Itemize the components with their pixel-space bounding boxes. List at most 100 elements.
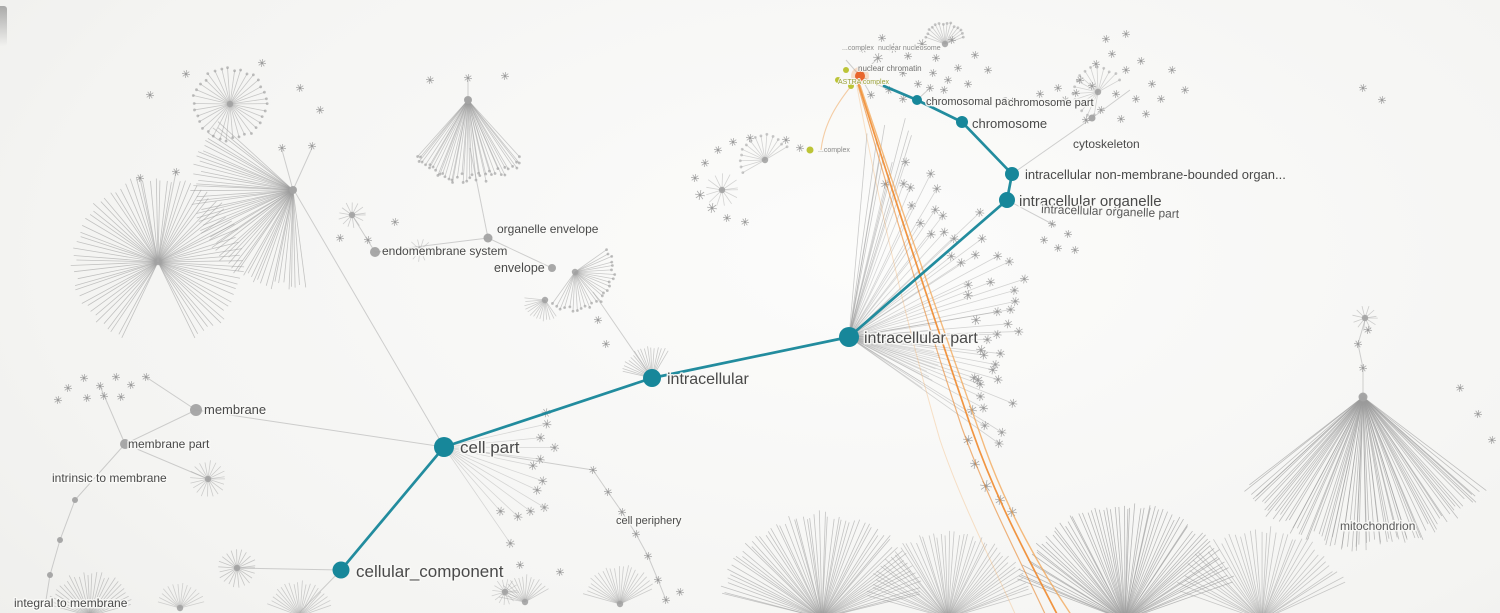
asterisk-node xyxy=(1009,285,1019,295)
graph-node-intracellular-part[interactable] xyxy=(839,327,859,347)
asterisk-node xyxy=(915,218,925,228)
asterisk-node xyxy=(1167,65,1177,75)
asterisk-node xyxy=(363,235,373,245)
highlight-edge[interactable] xyxy=(847,198,1009,339)
fan xyxy=(338,202,366,228)
asterisk-node xyxy=(1363,325,1373,335)
asterisk-node xyxy=(1487,435,1497,445)
asterisk-node xyxy=(675,587,685,597)
graph-node-chromosome[interactable] xyxy=(956,116,968,128)
highlighted-term-node[interactable] xyxy=(806,146,814,154)
graph-node-intracellular-non-membrane-bounded-organelle[interactable] xyxy=(1005,167,1019,181)
fan xyxy=(706,173,739,206)
highlight-edge[interactable] xyxy=(960,120,1014,176)
graph-node-minor[interactable] xyxy=(72,497,78,503)
asterisk-node xyxy=(277,143,287,153)
asterisk-node xyxy=(994,438,1004,448)
graph-node-chromosomal-part[interactable] xyxy=(912,95,922,105)
highlight-path xyxy=(332,84,1019,579)
graph-edge xyxy=(236,567,342,571)
asterisk-node xyxy=(82,393,92,403)
orange-association-edge[interactable] xyxy=(857,81,1058,613)
asterisk-node xyxy=(901,157,911,167)
asterisk-node xyxy=(1047,219,1057,229)
highlighted-term-node[interactable] xyxy=(843,67,849,73)
graph-node-cell-part[interactable] xyxy=(434,437,454,457)
highlighted-term-node[interactable] xyxy=(835,77,841,83)
graph-node-cellular-component[interactable] xyxy=(332,561,350,579)
asterisk-node xyxy=(988,365,998,375)
asterisk-node xyxy=(858,44,868,54)
graph-node-minor[interactable] xyxy=(1002,97,1008,103)
orange-association-edge[interactable] xyxy=(858,81,1072,613)
asterisk-node xyxy=(63,383,73,393)
highlight-edge[interactable] xyxy=(339,445,446,572)
graph-node-minor[interactable] xyxy=(548,264,556,272)
graph-node-minor[interactable] xyxy=(464,96,472,104)
node-label: chromosome part xyxy=(1008,97,1094,109)
asterisk-node xyxy=(390,217,400,227)
asterisk-node xyxy=(979,403,989,413)
graph-node-minor[interactable] xyxy=(57,537,63,543)
asterisk-node xyxy=(1070,245,1080,255)
fan xyxy=(1017,503,1235,613)
highlighted-term-node[interactable] xyxy=(848,83,854,89)
node-label: chromosomal part xyxy=(926,96,1014,108)
asterisk-node xyxy=(1121,65,1131,75)
fan xyxy=(845,118,912,341)
graph-node-minor[interactable] xyxy=(483,233,493,243)
orange-association-edge[interactable] xyxy=(856,81,1046,613)
asterisk-node xyxy=(963,290,973,300)
graph-node-minor[interactable] xyxy=(1358,392,1368,402)
node-label: membrane xyxy=(204,402,266,417)
asterisk-node xyxy=(1006,305,1016,315)
highlighted-term-node[interactable] xyxy=(855,71,865,81)
graph-node-intracellular[interactable] xyxy=(643,369,661,387)
asterisk-node xyxy=(505,538,515,548)
graph-edge xyxy=(124,409,197,445)
asterisk-node xyxy=(707,203,717,213)
graph-node-minor[interactable] xyxy=(1088,114,1096,122)
graph-node-minor[interactable] xyxy=(190,404,202,416)
graph-node-minor[interactable] xyxy=(370,247,380,257)
asterisk-node xyxy=(1116,114,1126,124)
asterisk-node xyxy=(588,465,598,475)
node-label: intracellular organelle xyxy=(1019,193,1162,210)
asterisk-node xyxy=(907,201,917,211)
highlight-edge[interactable] xyxy=(650,335,851,380)
asterisk-node xyxy=(1096,105,1106,115)
asterisk-node xyxy=(1071,88,1081,98)
graph-edge xyxy=(139,177,159,263)
asterisk-node xyxy=(536,433,546,443)
highlight-edge[interactable] xyxy=(915,98,964,124)
node-label: intracellular organelle part xyxy=(1041,202,1180,221)
graph-edge xyxy=(292,147,313,191)
asterisk-node xyxy=(145,90,155,100)
asterisk-node xyxy=(926,229,936,239)
asterisk-node xyxy=(986,277,996,287)
asterisk-node xyxy=(873,53,883,63)
corner-artifact xyxy=(0,6,7,46)
graph-edge xyxy=(1011,117,1093,175)
graph-node-intracellular-organelle[interactable] xyxy=(999,192,1015,208)
graph-edge xyxy=(469,147,489,239)
graph-node-minor[interactable] xyxy=(289,186,297,194)
asterisk-node xyxy=(943,75,953,85)
highlight-edge[interactable] xyxy=(882,84,919,102)
asterisk-node xyxy=(713,145,723,155)
graph-edge xyxy=(621,511,637,535)
asterisk-node xyxy=(116,392,126,402)
highlight-edge[interactable] xyxy=(442,376,654,449)
asterisk-node xyxy=(700,158,710,168)
graph-node-minor[interactable] xyxy=(47,572,53,578)
node-label: nuclear nucleosome xyxy=(878,45,941,52)
fan xyxy=(416,96,521,184)
asterisk-node xyxy=(866,90,876,100)
orange-association-edge[interactable] xyxy=(820,79,857,151)
fan xyxy=(845,323,942,389)
asterisk-node xyxy=(95,381,105,391)
orange-association-edge[interactable] xyxy=(855,80,1016,613)
graph-node-minor[interactable] xyxy=(120,439,130,449)
